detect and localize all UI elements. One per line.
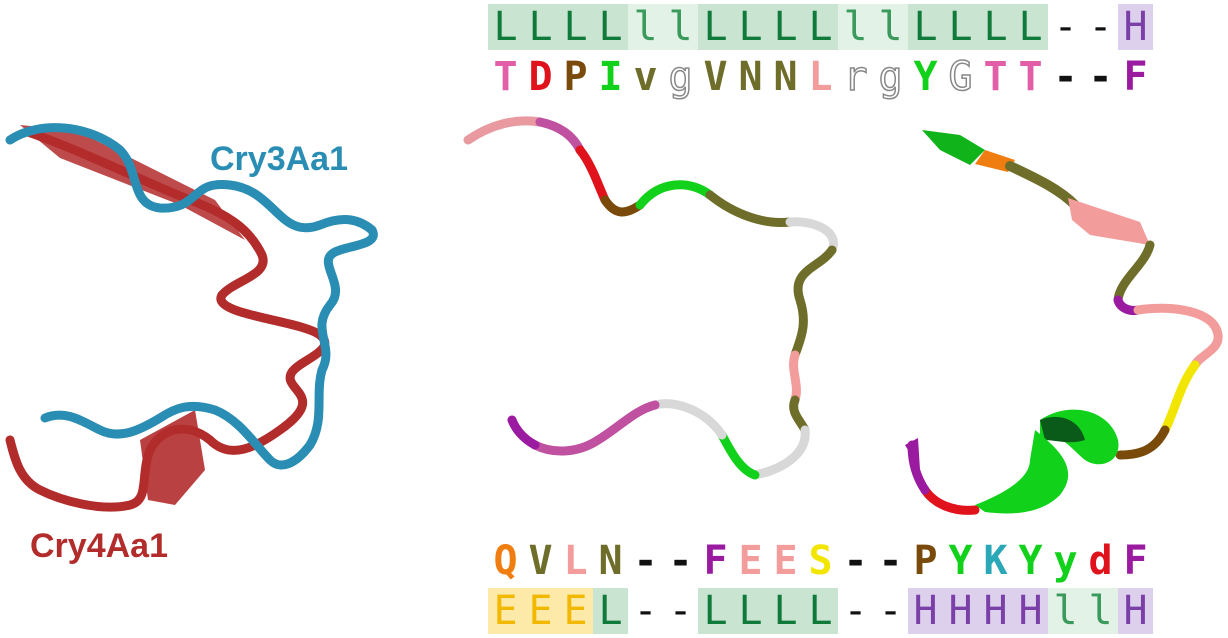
ss-cell: l [628, 4, 663, 50]
ss-cell: - [668, 588, 693, 634]
cry4-ribbon [5, 127, 330, 512]
ss-cell: L [803, 588, 838, 634]
ss-cell: L [978, 4, 1013, 50]
middle-structure [463, 116, 838, 480]
ss-cell: - [878, 588, 903, 634]
residue-cell: Y [1018, 538, 1043, 584]
ss-cell: L [733, 4, 768, 50]
residue-cell: - [633, 538, 658, 584]
ss-cell: L [943, 4, 978, 50]
cry3-tube [5, 123, 378, 470]
residue-cell: T [493, 54, 518, 100]
ss-cell: L [488, 4, 523, 50]
residue-cell: G [948, 53, 974, 101]
ss-cell: l [1048, 588, 1083, 634]
residue-cell: E [773, 538, 798, 584]
ss-cell: H [1118, 588, 1153, 634]
cry4aa1-label: Cry4Aa1 [30, 527, 168, 565]
residue-cell: L [808, 54, 833, 100]
residue-cell: - [878, 538, 903, 584]
residue-cell: D [528, 54, 553, 100]
ss-cell: H [978, 588, 1013, 634]
residue-cell: V [703, 54, 728, 100]
residue-cell: r [843, 53, 869, 101]
residue-cell: V [528, 538, 553, 584]
residue-cell: F [1123, 54, 1148, 100]
ss-cell: E [523, 588, 558, 634]
residue-cell: v [633, 54, 658, 100]
right-structure [905, 130, 1223, 515]
ss-cell: L [698, 4, 733, 50]
residue-cell: - [843, 538, 868, 584]
residue-cell: g [668, 53, 694, 101]
ss-cell: E [488, 588, 523, 634]
ss-cell: L [558, 4, 593, 50]
ss-cell: L [768, 588, 803, 634]
ss-cell: H [1118, 4, 1153, 50]
residue-cell: y [1053, 538, 1078, 584]
residue-cell: - [1053, 54, 1078, 100]
residue-cell: d [1088, 538, 1113, 584]
residue-cell: g [878, 53, 904, 101]
residue-cell: I [598, 54, 623, 100]
ss-cell: L [593, 4, 628, 50]
ss-cell: - [633, 588, 658, 634]
residue-cell: - [668, 538, 693, 584]
residue-cell: P [563, 54, 588, 100]
ss-cell: E [558, 588, 593, 634]
ss-cell: L [593, 588, 628, 634]
ss-cell: l [1083, 588, 1118, 634]
ss-cell: L [803, 4, 838, 50]
ss-cell: H [1013, 588, 1048, 634]
residue-cell: N [738, 54, 763, 100]
residue-cell: S [808, 538, 833, 584]
ss-cell: H [908, 588, 943, 634]
residue-cell: E [738, 538, 763, 584]
ss-cell: L [698, 588, 733, 634]
residue-cell: T [983, 54, 1008, 100]
ss-cell: L [768, 4, 803, 50]
overlay-structure [5, 123, 378, 512]
ss-cell: L [908, 4, 943, 50]
ss-cell: l [838, 4, 873, 50]
residue-cell: Q [493, 538, 518, 584]
residue-cell: T [1018, 54, 1043, 100]
cry4-sheet-bottom [140, 410, 205, 505]
residue-cell: F [703, 538, 728, 584]
residue-cell: N [598, 538, 623, 584]
ss-cell: l [663, 4, 698, 50]
ss-cell: - [843, 588, 868, 634]
residue-cell: Y [913, 54, 938, 100]
ss-cell: L [733, 588, 768, 634]
residue-cell: N [773, 54, 798, 100]
residue-cell: F [1123, 538, 1148, 584]
ss-cell: - [1088, 4, 1113, 50]
ss-cell: - [1053, 4, 1078, 50]
residue-cell: L [563, 538, 588, 584]
ss-cell: l [873, 4, 908, 50]
ss-cell: H [943, 588, 978, 634]
residue-cell: Y [948, 538, 973, 584]
ss-cell: L [1013, 4, 1048, 50]
residue-cell: K [983, 538, 1008, 584]
residue-cell: P [913, 538, 938, 584]
ss-cell: L [523, 4, 558, 50]
residue-cell: - [1088, 54, 1113, 100]
cry3aa1-label: Cry3Aa1 [210, 140, 348, 178]
